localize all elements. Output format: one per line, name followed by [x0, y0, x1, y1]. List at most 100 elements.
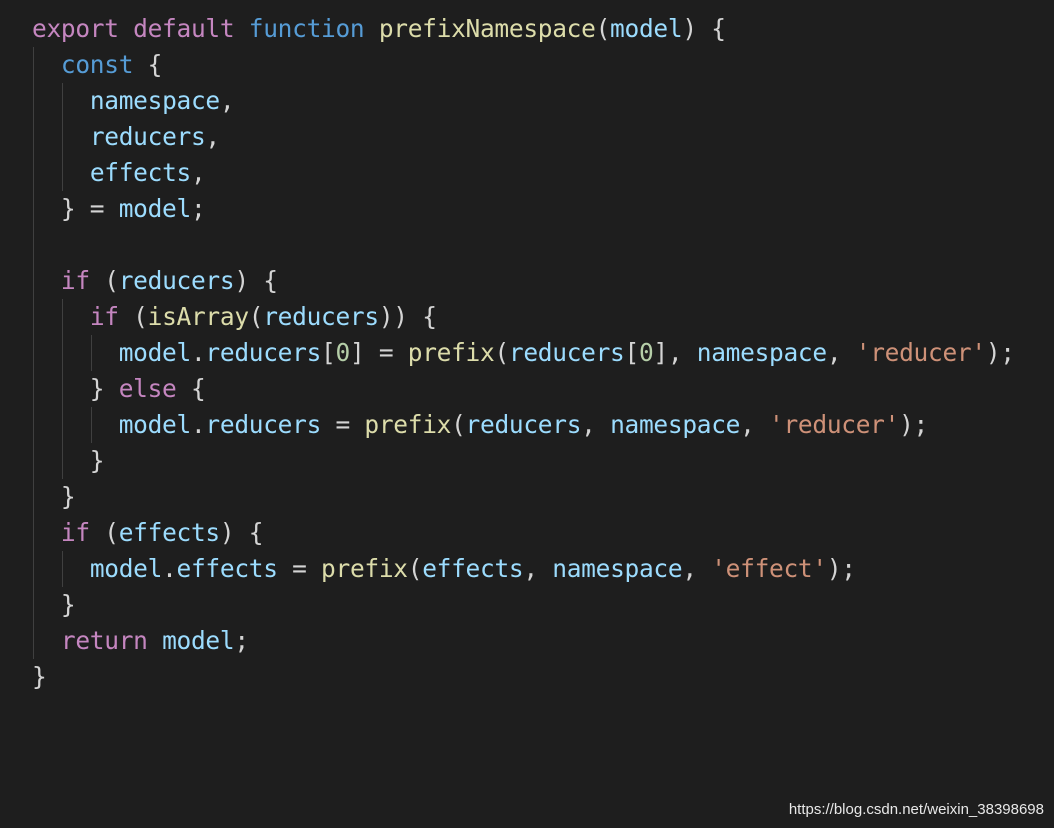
- code-line: reducers,: [32, 119, 1015, 155]
- code-token: if: [89, 302, 119, 331]
- code-line: namespace,: [32, 83, 1015, 119]
- code-token: [32, 626, 61, 655]
- code-token: reducers: [205, 338, 322, 367]
- code-token: [32, 50, 61, 79]
- code-token: [32, 554, 90, 583]
- code-token: effects: [422, 554, 524, 583]
- code-token: {: [133, 50, 163, 79]
- code-line: model.reducers = prefix(reducers, namesp…: [32, 407, 1015, 443]
- code-token: (: [118, 302, 148, 331]
- code-token: (: [407, 554, 423, 583]
- code-token: [: [321, 338, 336, 367]
- code-token: );: [899, 410, 928, 439]
- code-token: )) {: [378, 302, 437, 331]
- code-token: 0: [335, 338, 350, 367]
- code-line: } = model;: [32, 191, 1015, 227]
- code-token: [32, 410, 119, 439]
- code-line: if (isArray(reducers)) {: [32, 299, 1015, 335]
- indent-guide: [62, 551, 63, 587]
- code-token: else: [118, 374, 177, 403]
- code-token: ,: [205, 122, 220, 151]
- code-token: );: [826, 554, 856, 583]
- code-token: .: [190, 410, 206, 439]
- code-token: [32, 302, 90, 331]
- code-token: ],: [653, 338, 697, 367]
- code-token: );: [985, 338, 1015, 367]
- code-token: }: [32, 482, 76, 511]
- code-token: [32, 338, 119, 367]
- code-line: }: [32, 587, 1015, 623]
- code-token: ,: [523, 554, 553, 583]
- code-token: ,: [190, 158, 206, 187]
- code-token: return: [60, 626, 148, 655]
- code-token: [32, 122, 90, 151]
- code-token: model: [89, 554, 163, 583]
- code-token: reducers: [508, 338, 625, 367]
- code-token: model: [610, 14, 683, 43]
- code-token: }: [32, 662, 47, 691]
- code-token: =: [277, 554, 322, 583]
- code-token: 'reducer': [769, 410, 900, 439]
- code-token: namespace: [696, 338, 827, 367]
- code-token: [364, 14, 378, 43]
- indent-guide: [62, 83, 63, 191]
- code-token: model: [162, 626, 235, 655]
- code-token: namespace: [89, 86, 220, 115]
- code-token: {: [176, 374, 206, 403]
- code-token: const: [60, 50, 134, 79]
- code-token: }: [32, 590, 76, 619]
- code-line: }: [32, 443, 1015, 479]
- code-token: }: [32, 374, 119, 403]
- code-line: [32, 227, 1015, 263]
- code-token: [119, 14, 133, 43]
- code-token: } =: [32, 194, 119, 223]
- code-token: function: [248, 14, 365, 43]
- code-token: reducers: [89, 122, 206, 151]
- code-token: model: [118, 410, 192, 439]
- code-token: [32, 158, 90, 187]
- code-token: model: [118, 338, 192, 367]
- indent-guide: [91, 407, 92, 443]
- code-token: prefix: [364, 410, 452, 439]
- code-token: effects: [118, 518, 220, 547]
- code-token: prefix: [321, 554, 408, 583]
- code-token: (: [89, 266, 119, 295]
- code-token: (: [494, 338, 509, 367]
- code-token: effects: [89, 158, 191, 187]
- code-line: if (reducers) {: [32, 263, 1015, 299]
- code-token: 'reducer': [855, 338, 986, 367]
- code-token: ,: [740, 410, 770, 439]
- code-line: const {: [32, 47, 1015, 83]
- code-token: 0: [638, 338, 654, 367]
- code-token: (: [89, 518, 119, 547]
- code-token: (: [248, 302, 264, 331]
- code-token: [32, 518, 61, 547]
- code-token: .: [190, 338, 206, 367]
- code-token: prefix: [407, 338, 495, 367]
- code-line: } else {: [32, 371, 1015, 407]
- code-token: (: [595, 14, 611, 43]
- indent-guide: [33, 47, 34, 659]
- indent-guide: [91, 335, 92, 371]
- code-token: ;: [190, 194, 206, 223]
- code-token: [32, 266, 61, 295]
- code-token: namespace: [552, 554, 683, 583]
- code-token: (: [451, 410, 466, 439]
- code-token: ) {: [682, 14, 726, 43]
- code-block[interactable]: export default function prefixNamespace(…: [32, 11, 1015, 695]
- code-token: [: [624, 338, 640, 367]
- code-token: if: [60, 266, 90, 295]
- code-token: reducers: [263, 302, 379, 331]
- code-token: 'effect': [711, 554, 827, 583]
- code-token: ;: [234, 626, 249, 655]
- code-token: isArray: [147, 302, 249, 331]
- code-line: model.effects = prefix(effects, namespac…: [32, 551, 1015, 587]
- code-token: ,: [219, 86, 235, 115]
- code-token: namespace: [610, 410, 741, 439]
- code-token: ] =: [349, 338, 408, 367]
- code-token: ,: [581, 410, 611, 439]
- code-token: [148, 626, 162, 655]
- code-line: }: [32, 659, 1015, 695]
- code-token: [32, 86, 90, 115]
